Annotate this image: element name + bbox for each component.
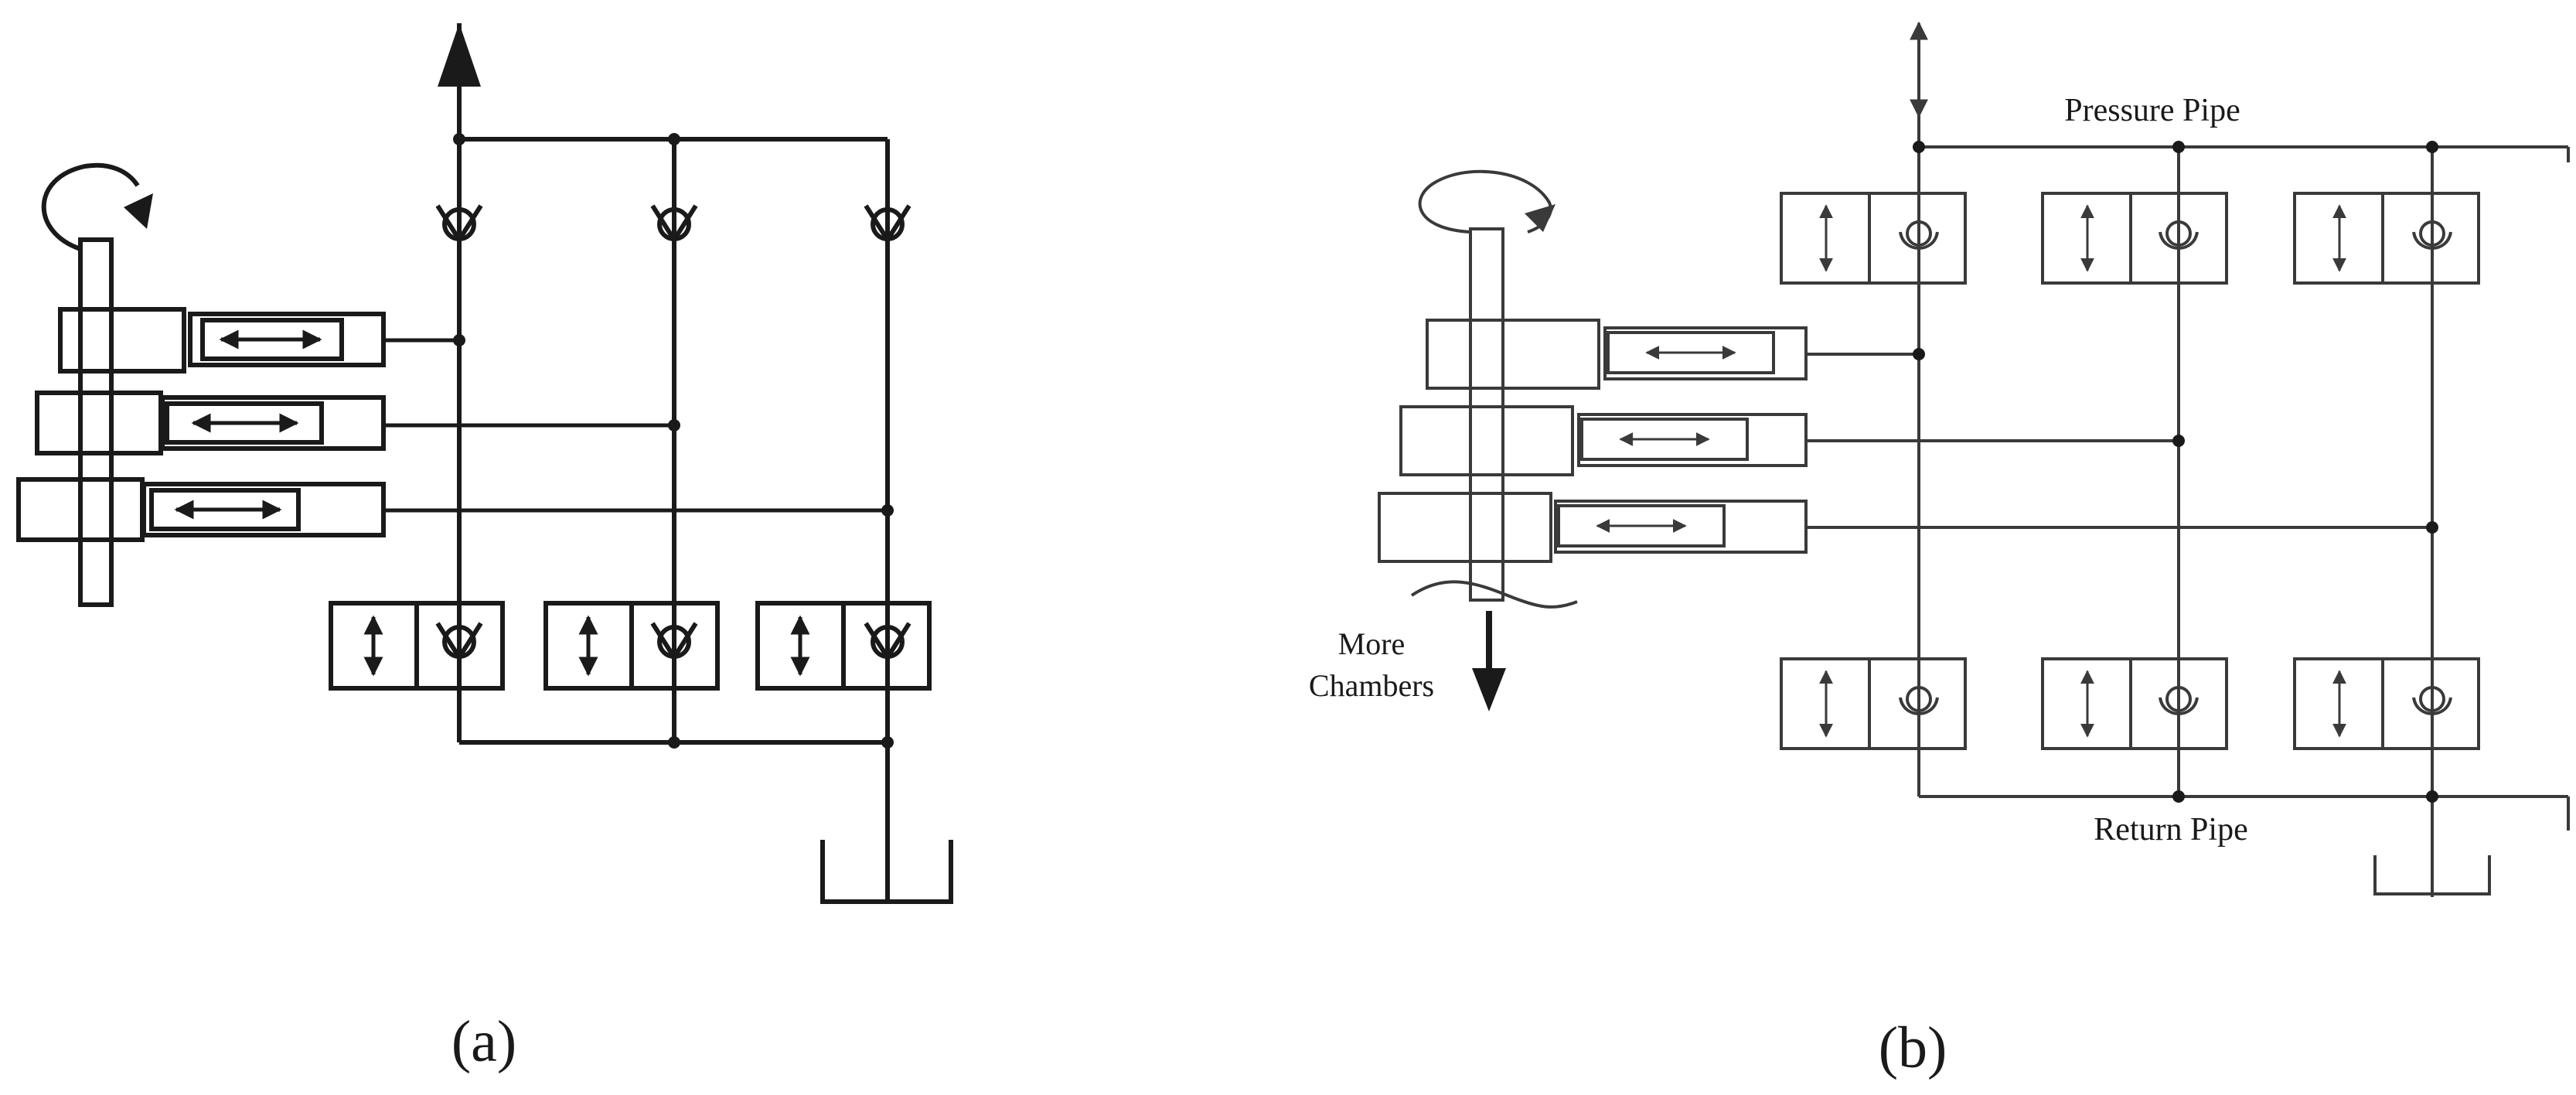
panel-b-lower-valve-1 [1780,657,1967,750]
panel-a-eccentric-1 [58,307,186,374]
panel-b-upper-valve-2 [2041,192,2228,285]
panel-b-label-chambers: Chambers [1309,668,1434,703]
panel-b-caption: (b) [1879,1015,1947,1080]
panel-a-valve-block-2 [543,601,720,691]
panel-b-eccentric-2 [1399,405,1574,476]
panel-b-eccentric-3 [1378,492,1552,563]
panel-a-cylinder-3 [141,482,386,537]
panel-a-rotation-arrowhead-icon [124,193,153,229]
panel-b-shaft [1469,227,1504,602]
panel-b-eccentric-1 [1426,319,1600,390]
panel-b-upper-valve-3 [2293,192,2480,285]
panel-b-more-chambers-arrow-icon [1472,668,1506,711]
panel-a-shaft [78,237,114,607]
panel-b-tank [2373,855,2491,895]
panel-b-cylinder-1 [1603,326,1808,380]
panel-b-upper-valve-1 [1780,192,1967,285]
panel-a-cylinder-2 [160,395,386,451]
panel-a: (a) [16,23,953,1074]
panel-b-lower-valve-2 [2041,657,2228,750]
panel-b: More Chambers Pressure P [1309,21,2570,1080]
panel-b-break-line [1410,580,1578,609]
panel-a-valve-block-1 [329,601,505,691]
panel-a-cylinder-1 [188,312,386,367]
panel-a-check-valve-2 [650,204,698,244]
panel-b-label-more: More [1338,626,1406,661]
panel-a-rotation-arrow-icon [41,162,140,251]
panel-b-rotation-arrow-icon [1418,169,1552,234]
panel-a-eccentric-2 [35,391,163,455]
panel-a-output-arrow-icon [438,23,481,87]
panel-a-tank [820,840,953,904]
panel-b-lower-valve-3 [2293,657,2480,750]
panel-b-return-pipe-label: Return Pipe [2094,812,2247,848]
panel-b-cylinder-2 [1577,413,1808,467]
panel-b-pressure-pipe-label: Pressure Pipe [2064,93,2240,128]
panel-a-valve-block-3 [755,601,932,691]
panel-a-check-valve-3 [864,204,911,244]
panel-b-cylinder-3 [1554,500,1808,554]
panel-a-caption: (a) [451,1009,516,1074]
panel-a-check-valve-1 [435,204,483,244]
